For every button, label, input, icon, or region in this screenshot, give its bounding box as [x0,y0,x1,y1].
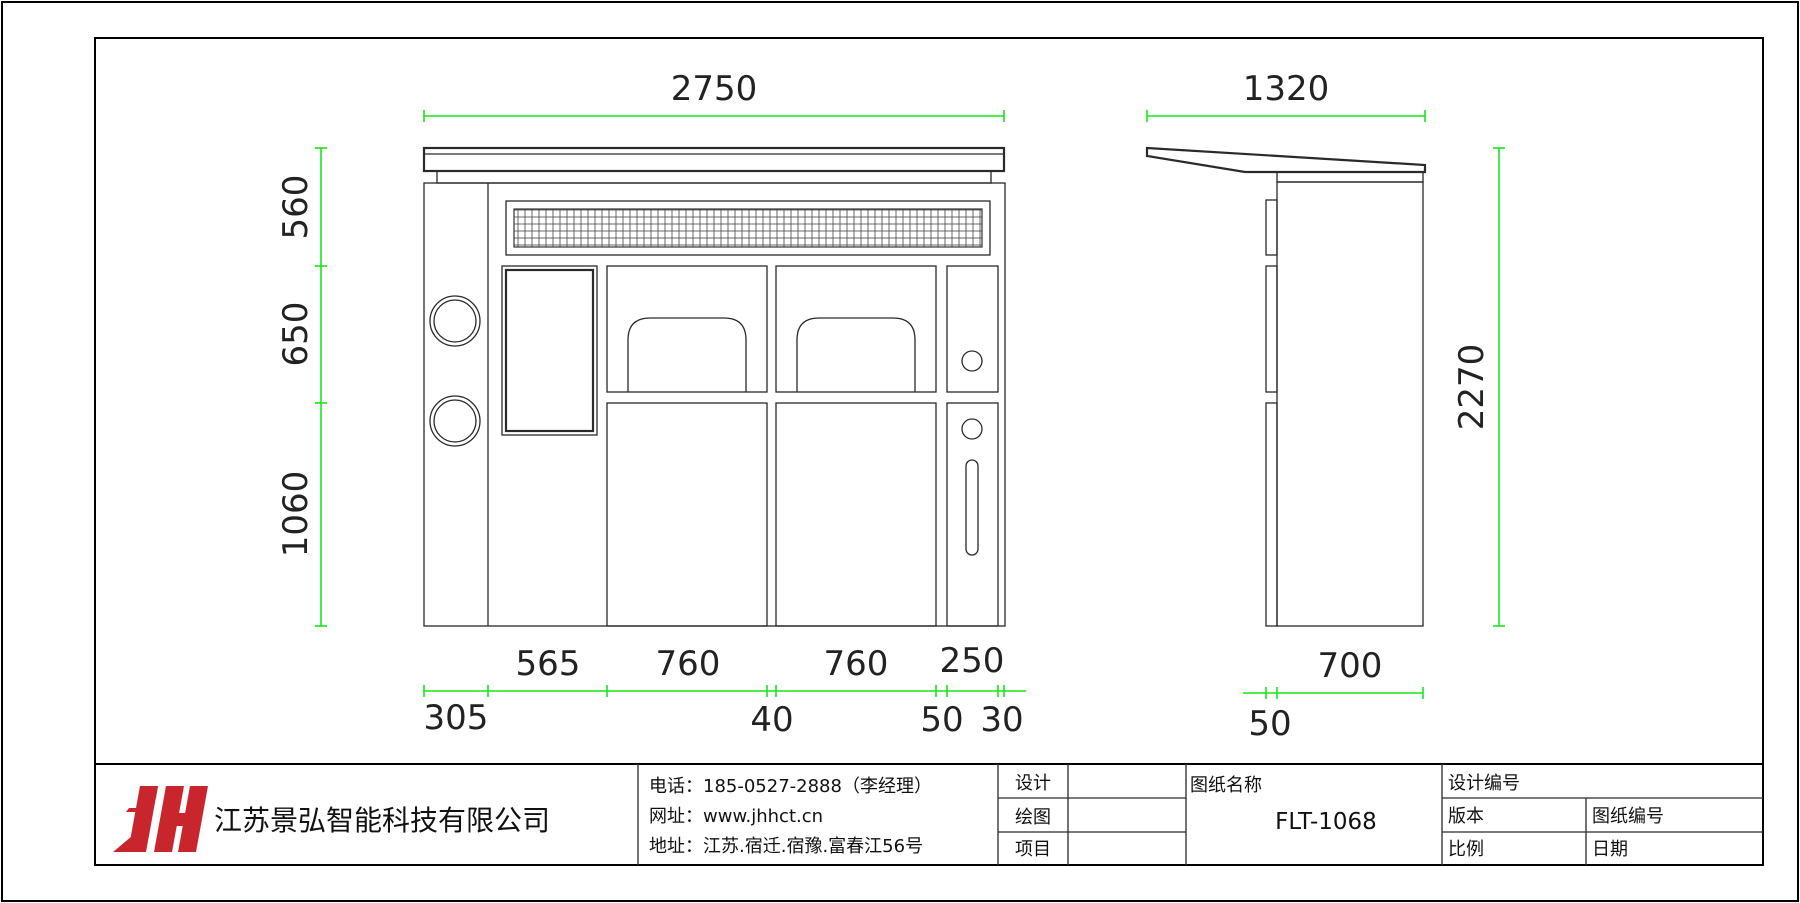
dim-side-width: 1320 [1243,69,1330,109]
front-body [423,182,1006,627]
contact-address: 地址：江苏.宿迁.宿豫.富春江56号 [649,836,923,857]
side-edge-bottom [1265,402,1278,627]
front-view [422,146,1006,627]
dim-bottom-760a: 760 [656,644,721,684]
dim-bottom-305: 305 [424,698,489,738]
label-drawing-number: 图纸编号 [1592,806,1664,827]
bin-opening-2 [796,317,916,392]
label-date: 日期 [1592,839,1628,860]
inner-border [94,37,1764,866]
dim-height-bottom: 1060 [276,471,316,558]
grille-panel [505,200,991,256]
dim-front-width: 2750 [671,69,758,109]
company-name: 江苏景弘智能科技有限公司 [214,804,550,837]
dim-bottom-50: 50 [920,700,963,740]
round-vent-lower [429,395,481,447]
dim-side-700: 700 [1318,646,1383,686]
round-vent-upper [429,295,481,347]
title-block: 江苏景弘智能科技有限公司 电话：185-0527-2888（李经理） 网址：ww… [95,763,1763,865]
side-roof [1145,146,1427,174]
side-edge-top [1265,199,1278,256]
side-edge-middle [1265,265,1278,393]
upper-bin-2 [775,265,937,393]
screen-frame [501,265,598,436]
front-dimensions: 2750 560 650 1060 565 760 760 250 305 40… [276,69,1026,740]
side-body [1276,181,1424,627]
screen [504,268,595,433]
label-drawing-name: 图纸名称 [1190,775,1262,796]
contact-website: 网址：www.jhhct.cn [649,806,823,827]
label-design-number: 设计编号 [1448,773,1520,794]
label-project: 项目 [1015,839,1051,860]
upper-bin-1 [606,265,768,393]
dim-bottom-565: 565 [516,644,581,684]
contact-phone: 电话：185-0527-2888（李经理） [649,776,932,797]
right-upper-cabinet [946,265,999,393]
label-drawing: 绘图 [1015,807,1051,828]
dim-bottom-30: 30 [980,700,1023,740]
front-roof-fascia [436,170,992,184]
dim-bottom-40: 40 [750,700,793,740]
dim-side-height: 2270 [1452,344,1492,431]
lower-door-2 [775,402,937,627]
button-upper [961,350,983,372]
right-lower-cabinet [946,402,999,627]
label-design: 设计 [1015,773,1051,794]
bin-opening-1 [627,317,747,392]
button-lower [961,418,983,440]
dim-side-50: 50 [1248,704,1291,744]
company-logo [113,786,208,852]
dim-bottom-250: 250 [940,641,1005,681]
side-roof-fascia [1276,171,1424,183]
dim-bottom-760b: 760 [824,644,889,684]
lower-door-1 [606,402,768,627]
side-dimensions: 1320 2270 700 50 [1146,69,1505,744]
grille-mesh [513,208,983,248]
label-version: 版本 [1448,806,1484,827]
dim-height-top: 560 [276,175,316,240]
front-roof [422,146,1006,173]
side-view [1145,146,1427,627]
label-scale: 比例 [1448,839,1484,860]
door-handle [965,459,979,556]
drawing-name-value: FLT-1068 [1275,809,1377,835]
dim-height-middle: 650 [276,302,316,367]
